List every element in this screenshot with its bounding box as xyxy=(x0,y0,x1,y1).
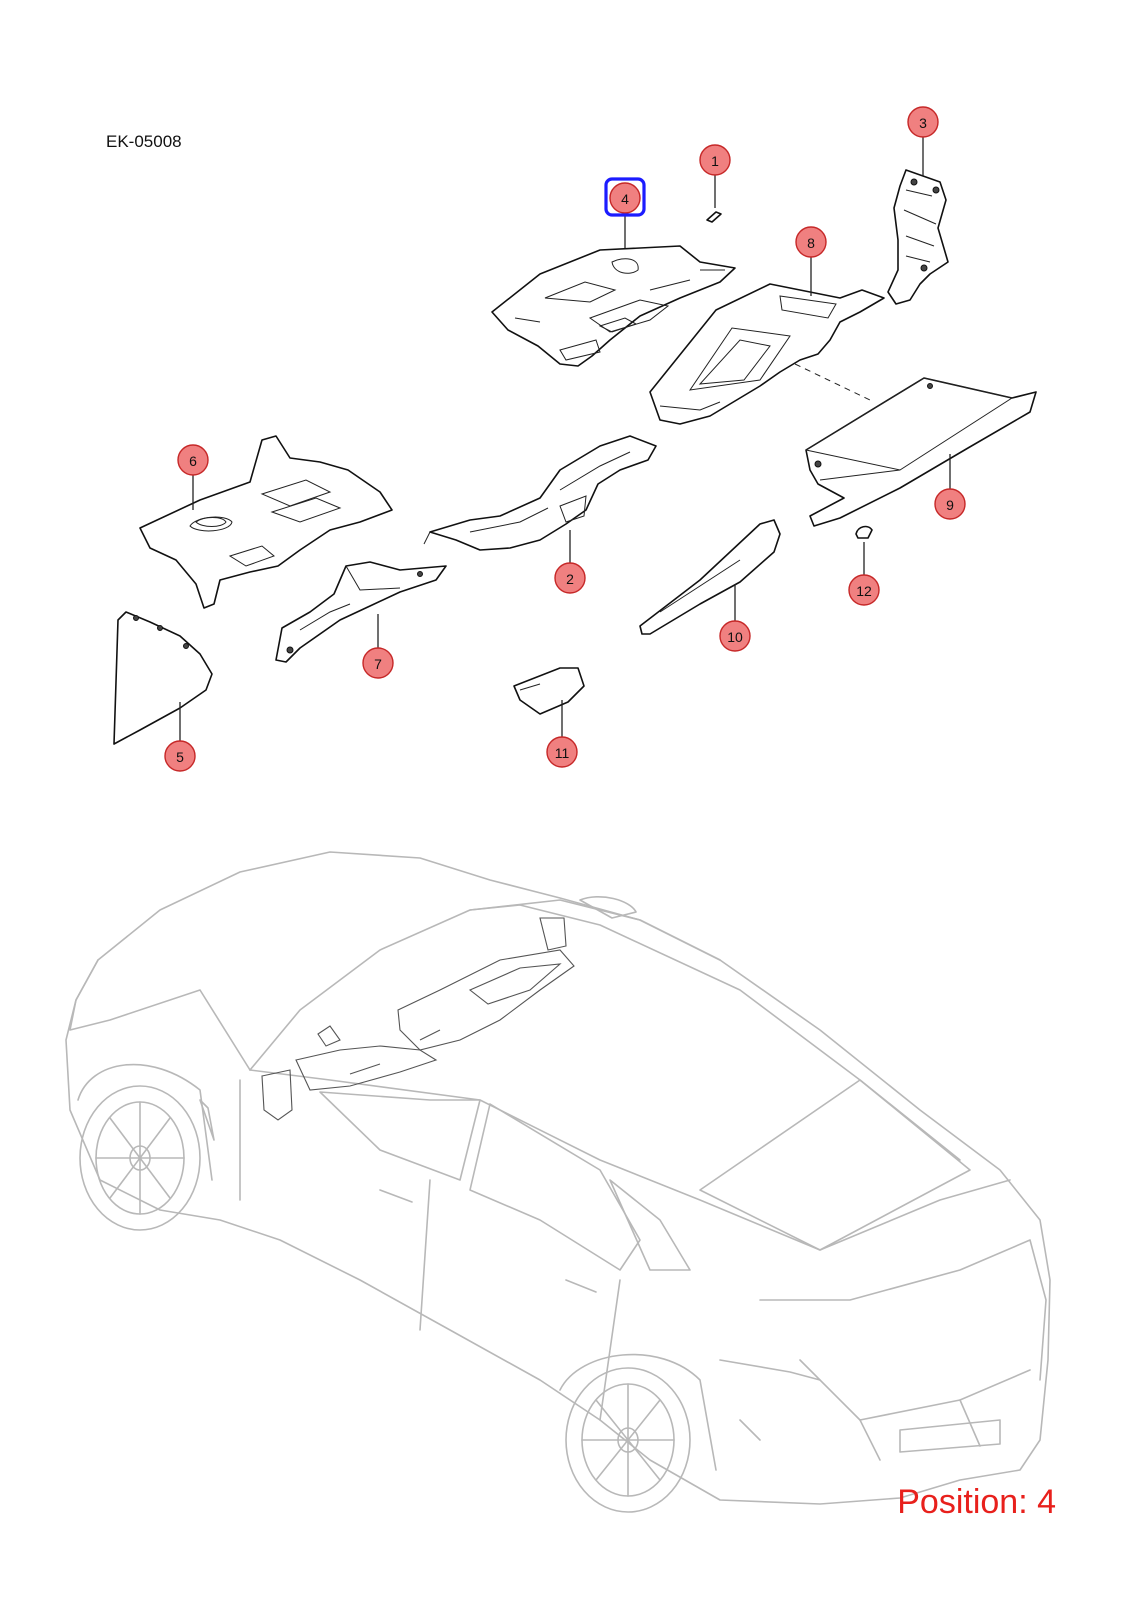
part-9-glove-box[interactable] xyxy=(805,377,1037,527)
diagram-code: EK-05008 xyxy=(106,132,182,151)
selected-callout-highlight xyxy=(604,177,646,217)
svg-text:6: 6 xyxy=(189,453,197,469)
callout-7[interactable]: 7 xyxy=(362,647,394,679)
callout-5[interactable]: 5 xyxy=(164,740,196,772)
svg-text:2: 2 xyxy=(566,571,574,587)
callout-3[interactable]: 3 xyxy=(907,106,939,138)
callout-10[interactable]: 10 xyxy=(719,620,751,652)
svg-text:3: 3 xyxy=(919,115,927,131)
svg-text:11: 11 xyxy=(555,745,570,761)
part-4-upper-dash-panel[interactable] xyxy=(491,245,736,367)
svg-text:10: 10 xyxy=(727,629,743,645)
part-6-driver-dash-panel[interactable] xyxy=(139,435,393,609)
part-1-clip[interactable] xyxy=(706,211,722,223)
leader-lines xyxy=(179,136,951,742)
svg-text:8: 8 xyxy=(807,235,815,251)
part-10-trim-strip[interactable] xyxy=(639,519,781,635)
svg-text:7: 7 xyxy=(374,656,382,672)
part-2-lower-bracket[interactable] xyxy=(423,435,657,551)
callout-12[interactable]: 12 xyxy=(848,574,880,606)
callout-8[interactable]: 8 xyxy=(795,226,827,258)
vehicle-locator-illustration xyxy=(65,851,1051,1513)
callout-4[interactable]: 4 xyxy=(604,177,646,217)
svg-text:4: 4 xyxy=(621,191,629,207)
svg-text:1: 1 xyxy=(711,153,719,169)
svg-text:5: 5 xyxy=(176,749,184,765)
callout-1[interactable]: 1 xyxy=(699,144,731,176)
part-5-end-cover[interactable] xyxy=(113,611,213,745)
position-label: Position: 4 xyxy=(897,1483,1056,1521)
callout-9[interactable]: 9 xyxy=(934,488,966,520)
part-7-steering-bracket[interactable] xyxy=(275,561,447,663)
callout-6[interactable]: 6 xyxy=(177,444,209,476)
svg-text:12: 12 xyxy=(856,583,872,599)
callout-2[interactable]: 2 xyxy=(554,562,586,594)
part-12-clip[interactable] xyxy=(855,525,873,539)
part-11-small-cover[interactable] xyxy=(513,667,585,715)
vehicle-dashboard-ghost xyxy=(261,917,575,1121)
svg-text:9: 9 xyxy=(946,497,954,513)
callout-11[interactable]: 11 xyxy=(546,736,578,768)
part-8-console-beam[interactable] xyxy=(649,283,885,425)
part-3-right-bracket[interactable] xyxy=(887,169,949,305)
